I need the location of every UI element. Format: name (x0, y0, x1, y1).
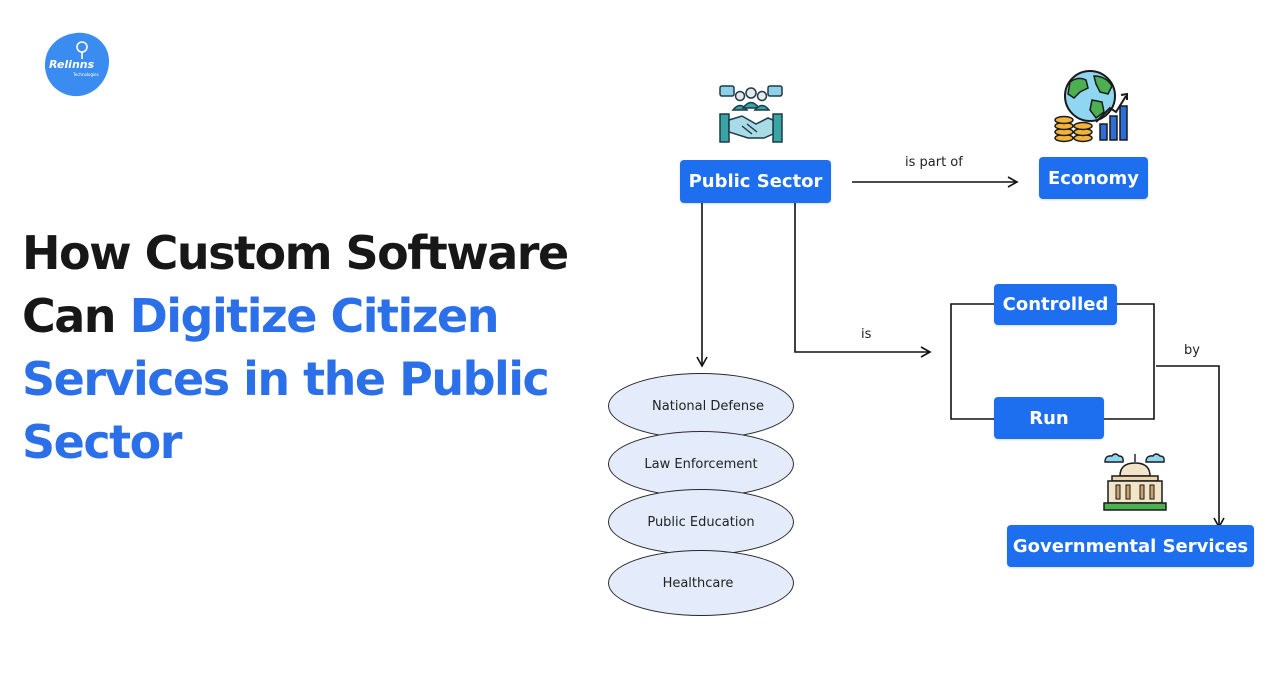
title-line-3: Services in the Public (22, 352, 550, 406)
sector-ellipse-2: Law Enforcement (608, 431, 794, 497)
edge-label-is: is (861, 327, 872, 342)
node-governmental-services: Governmental Services (1007, 525, 1254, 567)
node-run: Run (994, 397, 1104, 439)
edge-is (794, 203, 932, 358)
sector-ellipse-1: National Defense (608, 373, 794, 439)
title-line-2-highlight: Digitize Citizen (129, 289, 500, 343)
logo-subtext: Technologies (73, 72, 99, 77)
brand-logo: Relinns Technologies (42, 30, 112, 100)
node-economy: Economy (1039, 157, 1148, 199)
title-line-2: Can (22, 289, 130, 343)
title-line-4: Sector (22, 415, 182, 469)
node-public-sector: Public Sector (680, 160, 831, 203)
logo-text: Reli (49, 58, 72, 71)
sector-label-4: Healthcare (662, 575, 734, 591)
bracket-right (1104, 303, 1155, 420)
edge-by (1156, 365, 1225, 529)
sector-label-2: Law Enforcement (644, 456, 758, 472)
sector-ellipse-4: Healthcare (608, 550, 794, 616)
government-building-icon (1102, 452, 1168, 519)
title-line-1: How Custom Software (22, 226, 569, 280)
page-title: How Custom Software Can Digitize Citizen… (22, 222, 622, 474)
logo-text-2: nns (71, 58, 95, 71)
edge-label-is-part-of: is part of (905, 155, 963, 170)
sector-label-1: National Defense (652, 398, 764, 414)
bracket-left (950, 303, 994, 420)
handshake-people-icon (718, 84, 784, 151)
node-controlled: Controlled (994, 284, 1117, 325)
globe-coins-growth-icon (1052, 68, 1132, 149)
edge-label-by: by (1184, 343, 1200, 358)
sector-label-3: Public Education (647, 514, 755, 530)
sector-ellipse-3: Public Education (608, 489, 794, 555)
